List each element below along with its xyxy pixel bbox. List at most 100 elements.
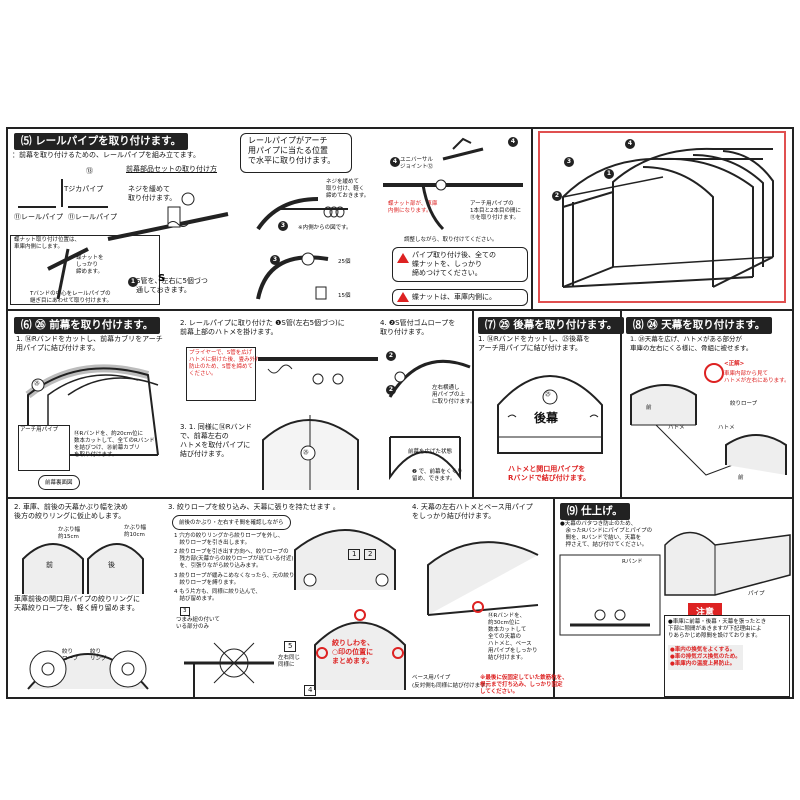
s7-step1: 1. ⑭Rバンドをカットし、㉕後幕を アーチ用パイプに結び付けます。 xyxy=(478,335,591,352)
rope-num-2-a: 2 xyxy=(386,351,396,361)
num-3-marker-b: 3 xyxy=(270,255,280,265)
mark-26-b: ㉖ xyxy=(303,450,309,456)
screw-note: ネジを緩めて 取り付けます。 xyxy=(128,185,177,202)
loosen-note: ネジを緩めて 取り付け、軽く 締めておきます。 xyxy=(326,179,370,199)
parts-label: 前幕部品セットの取り付け方 xyxy=(126,165,217,173)
frame-num-3: 3 xyxy=(564,157,574,167)
check-pill: 前後のかぶり・左右すそ間を確認しながら xyxy=(172,515,291,530)
s-pipe-note: S管を、左右に5個づつ 通しておきます。 xyxy=(136,277,208,294)
caution-text: ●車庫に前幕・後幕・天幕を張ったとき 下部に隙間があきますが下記理由によ りあら… xyxy=(668,619,767,639)
section5-title: ⑸ レールパイプを取り付けます。 xyxy=(14,133,189,150)
warning-nut-text: 蝶ナットは、車庫内側に。 xyxy=(412,293,496,301)
spread-label: 前幕を広げた状態 xyxy=(408,449,453,455)
arch-check-diagram xyxy=(294,529,396,590)
nut-position-note: 蝶ナット取り付け位置は、 車庫内側にします。 xyxy=(14,237,81,250)
roof-cover-diagram xyxy=(630,384,787,476)
col-divider-bot xyxy=(553,497,555,699)
plier-note: プライヤーで、S管を広げ ハトメに掛けた後、畳み外れ 防止のため、S管を締めて … xyxy=(189,350,261,377)
front-label: 前 xyxy=(46,561,53,569)
rear-curtain-diagram xyxy=(497,375,603,454)
rope-label: 絞りロープ xyxy=(730,401,758,407)
svg-text:S: S xyxy=(158,273,165,284)
correct-note: 車庫内部から見て ハトメが左右にあります。 xyxy=(724,371,790,384)
ring-diagram xyxy=(27,650,149,690)
s6-step3: 3. 1. 同様に⑭Rバンド で、前幕左右の ハトメを取付パイプに 結び付けます… xyxy=(180,423,253,458)
plier-box xyxy=(186,347,256,401)
t-center-note: Tバンドの中心をレールパイプの 継ぎ目にあわせて取り付けます。 xyxy=(30,291,112,304)
rope-label-b: 絞り ロープ xyxy=(62,649,79,662)
warning-tighten: パイプ取り付け後、全ての 蝶ナットを、しっかり 締めつけてください。 xyxy=(392,247,528,282)
arch-pipe-label: アーチ用パイプ xyxy=(20,427,59,433)
roof-front-b: 前 xyxy=(738,475,744,481)
box2: 2 xyxy=(364,549,377,560)
r-band-note: ⑭Rバンドを、約20cm位に 数本カットして、全てのRバンド を結びつけ、㉖前幕… xyxy=(74,431,155,458)
part-13-label: ⑬ xyxy=(86,167,93,175)
rail-left-label: ⑪レールパイプ xyxy=(14,213,63,221)
arch-rope-diagram xyxy=(314,609,406,690)
universal-joint-label: ユニバーサル ジョイント⑫ xyxy=(400,157,434,170)
instruction-sheet: ⑸ レールパイプを取り付けます。 ：前幕を取り付けるための、レールパイプを組み立… xyxy=(6,127,794,699)
back-label: 後 xyxy=(108,561,115,569)
frame-diagram xyxy=(562,147,774,288)
col-divider-mid2 xyxy=(620,309,622,497)
rband-diagram xyxy=(559,554,661,636)
universal-joint-diagram xyxy=(383,137,523,231)
row-divider-1 xyxy=(8,309,792,311)
warning-tighten-text: パイプ取り付け後、全ての 蝶ナットを、しっかり 締めつけてください。 xyxy=(412,251,496,277)
left-right-note: 左右同じ 同様に xyxy=(278,655,301,668)
b-step3: 3. 絞りロープを絞り込み、天幕に張りを持たせます 。 xyxy=(168,503,340,511)
rear-view-text: 前幕裏面図 xyxy=(45,480,73,486)
rope-num-2-b: 2 xyxy=(386,385,396,395)
frame-num-2: 2 xyxy=(552,191,562,201)
rband-label: Rバンド xyxy=(622,559,643,565)
arch-pipe-inset xyxy=(18,425,70,471)
nut-tighten-note: 蝶ナットを しっかり 締めます。 xyxy=(76,255,104,275)
inner-note: ※内側からの図です。 xyxy=(298,225,352,231)
hatome-label: ハトメ xyxy=(668,425,685,431)
s9-note1: ●天幕のバタつき防止のため、 余ったRバンドにパイプとパイプの 間を、Rバンドで… xyxy=(560,521,653,548)
s6-step1: 1. ⑭Rバンドをカットし、前幕カブリをアーチ 用パイプに結び付けます。 xyxy=(16,335,163,352)
b-step2: 2. 車庫、前後の天幕かぶり幅を決め 後方の絞りリングに仮止めします。 xyxy=(14,503,128,520)
check-text: 前後のかぶり・左右すそ間を確認しながら xyxy=(179,520,284,526)
bolt-25: 25個 xyxy=(338,259,351,265)
frame-diagram-box xyxy=(538,131,786,303)
section6-title: ⑹ ㉖ 前幕を取り付けます。 xyxy=(14,317,161,334)
num-4-marker: 4 xyxy=(390,157,400,167)
mark-25: ㉕ xyxy=(545,392,551,398)
col-divider-mid1 xyxy=(472,309,474,497)
final-note: ※最後に仮固定していた鉄筋杭を、 根元まで打ち込み、しっかり固定 してください。 xyxy=(480,675,568,695)
tjoint-label: Tジカパイプ xyxy=(64,185,104,193)
rope-pull-diagram xyxy=(184,642,274,698)
arch-joint-diagram xyxy=(256,197,348,300)
s8-step1: 1. ㉔天幕を広げ、ハトメがある部分が 車庫の左右にくる様に、骨組に被せます。 xyxy=(630,335,753,352)
num-3-marker-a: 3 xyxy=(278,221,288,231)
base-pipe-label: ベース用パイプ xyxy=(412,675,451,681)
n2: 2 絞りロープを引き出す方向へ、絞りロープの 残方部(天幕からの絞りロープが出て… xyxy=(174,549,294,569)
n3: 3 絞りロープが緩みこめなくなったら、元の絞りリングに 絞りロープを縛ります。 xyxy=(174,573,317,586)
cover-10: かぶり幅 約10cm xyxy=(124,525,147,538)
fix-note: ❷ で、前幕をくくり 留め、できます。 xyxy=(412,469,463,482)
arch-fit-label: アーチ用パイプの 1本目と2本目の間に ⑪を取り付けます。 xyxy=(470,201,521,221)
hatome-label-2: ハトメ xyxy=(718,425,735,431)
section8-title: ⑻ ㉔ 天幕を取り付けます。 xyxy=(626,317,773,334)
mark-26-a: ㉖ xyxy=(34,381,40,387)
rear-curtain-label: 後幕 xyxy=(534,411,559,425)
tie-note: 左右横通し 用パイプの上 に取り付けます。 xyxy=(432,385,476,405)
rail-right-label: ⑪レールパイプ xyxy=(68,213,117,221)
warning-icon-2 xyxy=(397,292,409,302)
n4: 4 もう片方も、同様に絞り込んで、 結び留めます。 xyxy=(174,589,261,602)
rail-pipe-diagram: S xyxy=(18,179,229,300)
box3-label: 3 xyxy=(180,607,190,616)
box1: 1 xyxy=(348,549,361,560)
nut-position-box xyxy=(10,235,160,305)
warning-nut-inside: 蝶ナットは、車庫内側に。 xyxy=(392,289,528,306)
arch-note-box xyxy=(240,133,352,173)
section9-title: ⑼ 仕上げ。 xyxy=(560,503,630,520)
base-pipe-diagram xyxy=(427,541,539,616)
b-step4: 4. 天幕の左右ハトメとベース用パイプ をしっかり結び付けます。 xyxy=(412,503,533,520)
caution-reasons: ●車内の換気をよくする。 ●車の排気ガス換気のため。 ●車庫内の温度上昇防止。 xyxy=(668,645,743,670)
num-1-marker: 1 xyxy=(128,277,138,287)
row-divider-2 xyxy=(8,497,792,499)
s6-step4: 4. ❷S管付ゴムロープを 取り付けます。 xyxy=(380,319,456,336)
cover-15: かぶり幅 約15cm xyxy=(58,527,81,540)
